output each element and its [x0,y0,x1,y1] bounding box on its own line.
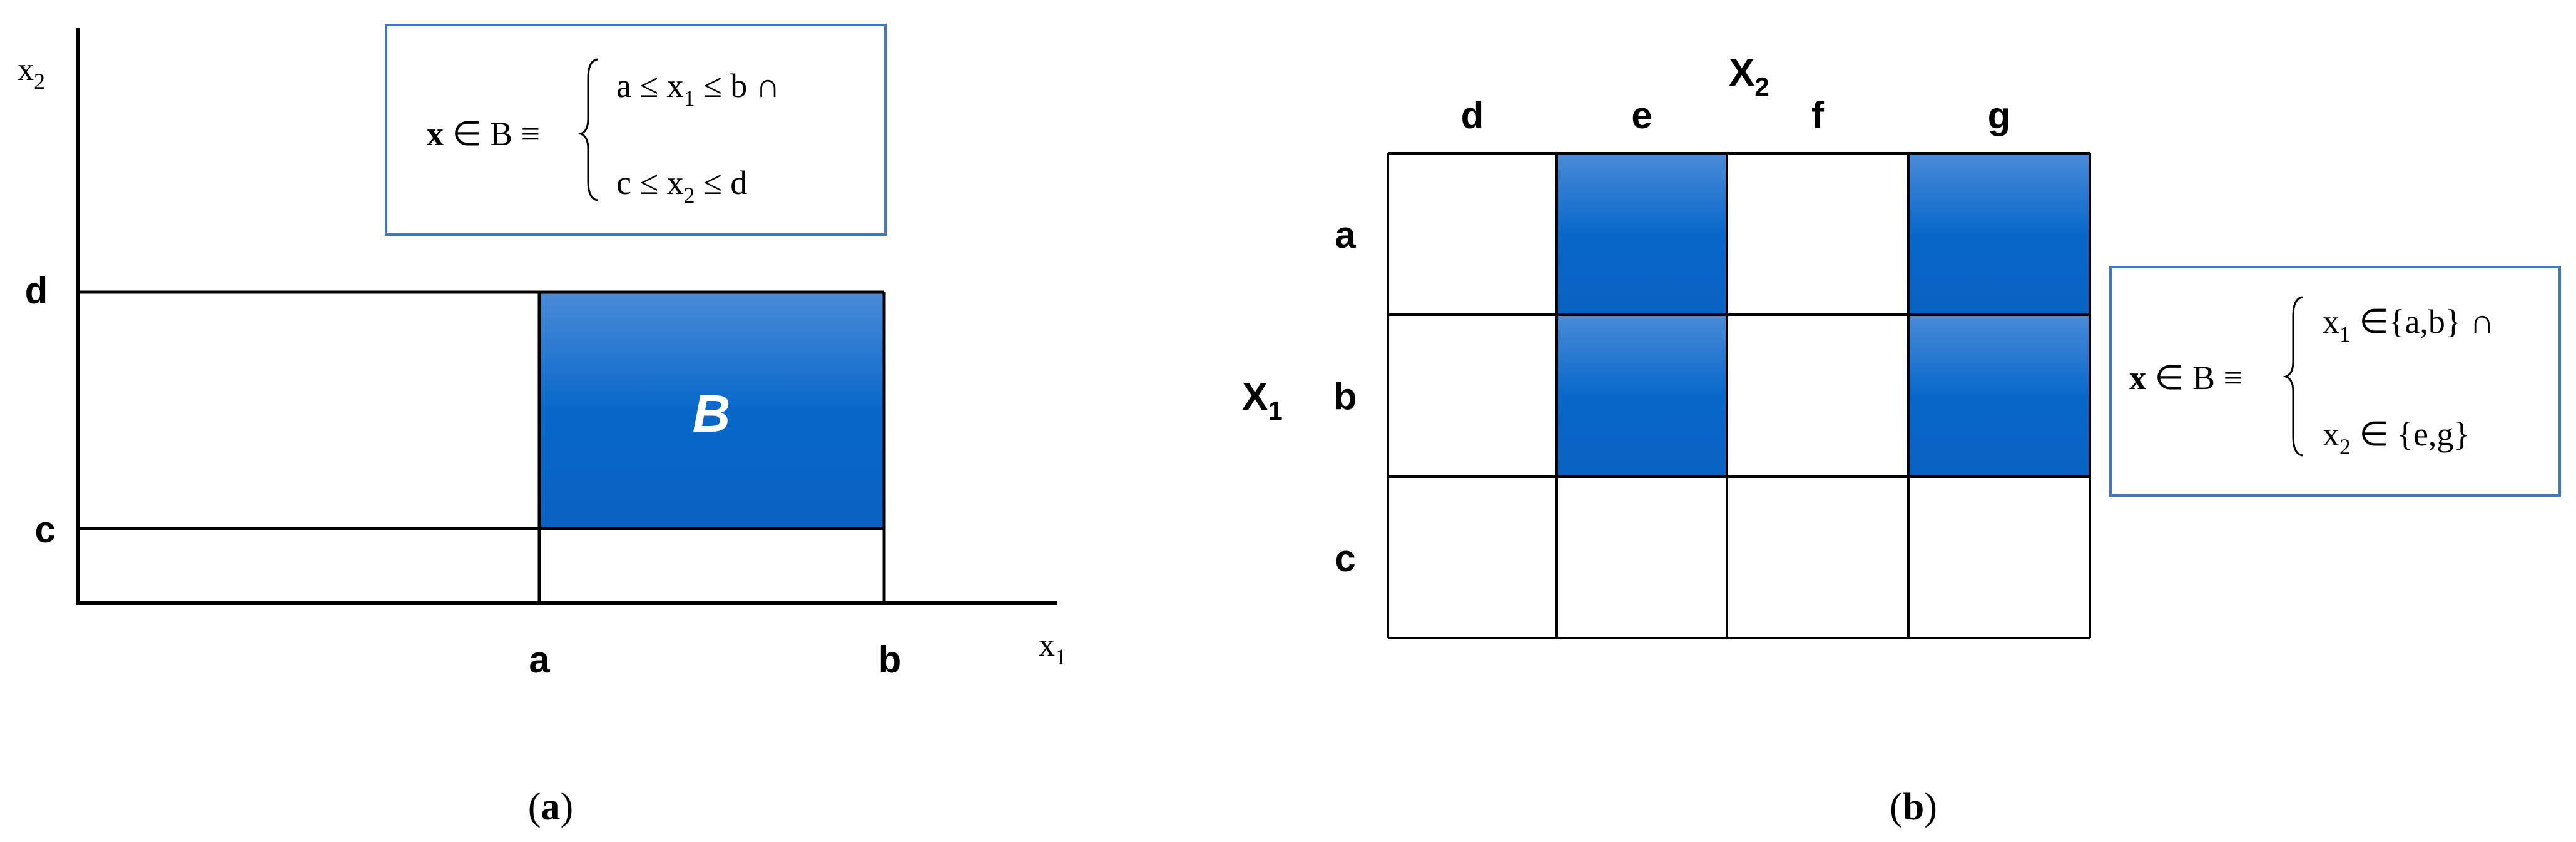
tick-label-c: c [34,509,55,550]
formula-line-1: x1 ∈{a,b} ∩ [2323,303,2494,347]
panel-b: d e f g a b c X2 X1 x ∈ B ≡ x1 ∈{a,b} ∩ x2 ∈ … [1242,51,2561,828]
formula-box-b: x ∈ B ≡ x1 ∈{a,b} ∩ x2 ∈ {e,g} [2109,266,2561,497]
formula-lhs: x ∈ B ≡ [427,115,540,153]
column-axis-label: X2 [1729,51,1769,101]
filled-cell-b-e [1557,315,1727,477]
formula-box-a: x ∈ B ≡ a ≤ x1 ≤ b ∩ c ≤ x2 ≤ d [385,24,887,236]
brace-icon [2283,296,2303,457]
filled-cell-b-g [1908,315,2090,477]
formula-line-2: x2 ∈ {e,g} [2323,415,2470,459]
panel-a: x2 x1 d c a b B x ∈ B ≡ a ≤ x1 ≤ b ∩ c ≤… [18,24,1066,828]
caption-a: (a) [528,786,573,828]
row-header-c: c [1335,537,1355,579]
column-header-f: f [1811,94,1825,136]
region-label: B [693,384,731,443]
column-headers: d e f g [1461,94,2011,136]
filled-cell-a-g [1908,153,2090,315]
row-axis-label: X1 [1242,375,1283,425]
row-headers: a b c [1334,214,1357,579]
formula-lhs: x ∈ B ≡ [2129,359,2243,397]
tick-label-a: a [529,639,550,681]
column-header-e: e [1631,94,1652,136]
grid-fills [1557,153,2090,477]
tick-label-d: d [25,270,48,312]
row-header-b: b [1334,376,1357,418]
row-header-a: a [1335,214,1356,256]
brace-icon [578,58,598,201]
column-header-d: d [1461,94,1484,136]
formula-line-1: a ≤ x1 ≤ b ∩ [616,67,780,111]
grid-lines [1387,152,2091,639]
formula-line-2: c ≤ x2 ≤ d [616,164,747,208]
y-axis-label: x2 [18,52,45,94]
column-header-g: g [1988,94,2011,136]
tick-label-b: b [878,639,902,681]
region-b [539,292,884,529]
caption-b: (b) [1890,786,1937,828]
filled-cell-a-e [1557,153,1727,315]
x-axis-label: x1 [1039,627,1066,669]
